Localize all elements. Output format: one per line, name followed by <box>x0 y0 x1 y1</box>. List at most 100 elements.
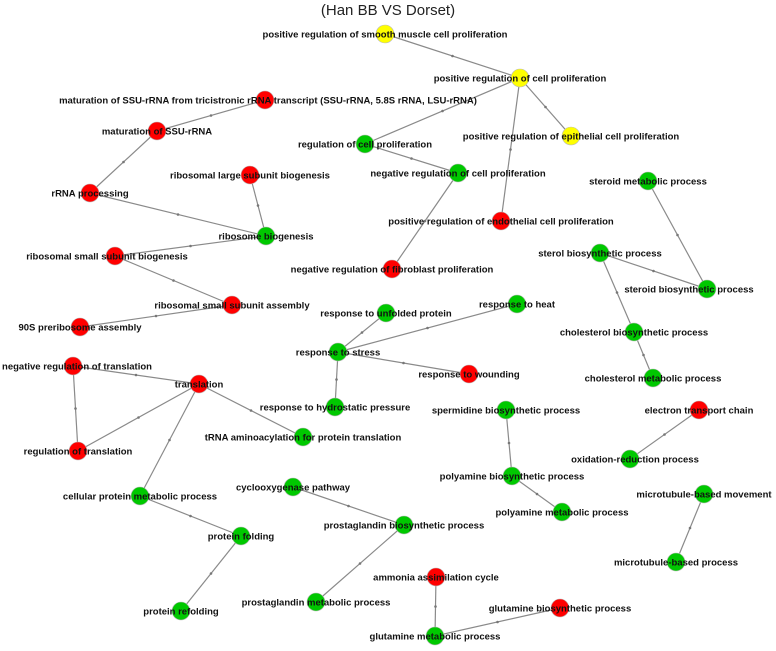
edge-arrow-icon <box>176 213 180 216</box>
edge-arrow-icon <box>168 438 171 442</box>
node-heat[interactable] <box>507 294 527 314</box>
node-chol_met[interactable] <box>643 368 663 388</box>
edge-arrow-icon <box>426 326 429 330</box>
edge-arrow-icon <box>335 378 338 381</box>
node-neg_fibro[interactable] <box>382 259 402 279</box>
node-label: spermidine biosynthetic process <box>432 406 580 417</box>
node-reg_cell[interactable] <box>355 134 375 154</box>
node-wounding[interactable] <box>459 364 479 384</box>
node-ribo_large[interactable] <box>240 165 260 185</box>
node-label: regulation of cell proliferation <box>298 140 432 151</box>
labels-layer: positive regulation of smooth muscle cel… <box>2 30 772 643</box>
node-mt_move[interactable] <box>694 484 714 504</box>
edge-arrow-icon <box>74 407 77 410</box>
node-label: steroid biosynthetic process <box>624 285 753 296</box>
node-ribo_small_asm[interactable] <box>222 295 242 315</box>
node-pos_cell[interactable] <box>510 68 530 88</box>
node-sterol_bio[interactable] <box>590 243 610 263</box>
edge-arrow-icon <box>360 331 364 334</box>
node-trna[interactable] <box>293 427 313 447</box>
node-label: response to heat <box>479 300 556 311</box>
node-neg_cell[interactable] <box>448 163 468 183</box>
node-label: cellular protein metabolic process <box>63 492 217 503</box>
node-label: steroid metabolic process <box>589 177 707 188</box>
node-ammonia[interactable] <box>426 567 446 587</box>
node-label: negative regulation of fibroblast prolif… <box>291 265 494 276</box>
node-label: microtubule-based movement <box>636 490 772 501</box>
node-polyamine_bio[interactable] <box>502 466 522 486</box>
node-unfolded[interactable] <box>376 303 396 323</box>
edge-arrow-icon <box>410 157 413 160</box>
node-translation[interactable] <box>189 374 209 394</box>
node-steroid_bio[interactable] <box>697 279 717 299</box>
node-label: response to wounding <box>418 370 520 381</box>
node-mt_proc[interactable] <box>666 552 686 572</box>
edge-arrow-icon <box>256 204 260 207</box>
node-label: response to unfolded protein <box>320 309 452 320</box>
edge-arrow-icon <box>209 114 213 117</box>
node-stress[interactable] <box>328 342 348 362</box>
edge-arrow-icon <box>451 54 454 58</box>
node-rrna[interactable] <box>80 183 100 203</box>
node-matur_tri[interactable] <box>255 90 275 110</box>
node-glut_met[interactable] <box>425 626 445 646</box>
edge-arrow-icon <box>434 605 437 608</box>
node-spermidine[interactable] <box>496 400 516 420</box>
node-reg_trans[interactable] <box>68 441 88 461</box>
node-prot_fold[interactable] <box>231 526 251 546</box>
node-hydro[interactable] <box>325 397 345 417</box>
edge-arrow-icon <box>347 504 350 508</box>
node-cell_prot[interactable] <box>130 486 150 506</box>
node-glut_bio[interactable] <box>550 598 570 618</box>
edge-arrow-icon <box>509 148 512 151</box>
node-label: negative regulation of translation <box>2 362 152 373</box>
edge-arrow-icon <box>209 572 213 575</box>
node-label: rRNA processing <box>51 189 128 200</box>
edge-arrow-icon <box>441 109 444 113</box>
node-label: tRNA aminoacylation for protein translat… <box>205 433 402 444</box>
node-label: ribosome biogenesis <box>218 232 313 243</box>
node-matur_ssu[interactable] <box>147 121 167 141</box>
edge-arrow-icon <box>544 105 547 109</box>
node-polyamine_met[interactable] <box>552 502 572 522</box>
edge-arrow-icon <box>249 409 253 412</box>
node-label: polyamine metabolic process <box>495 508 628 519</box>
node-smooth[interactable] <box>375 24 395 44</box>
node-cox[interactable] <box>283 477 303 497</box>
edge-arrow-icon <box>358 562 362 565</box>
edge-arrow-icon <box>676 233 679 237</box>
node-chol_bio[interactable] <box>624 322 644 342</box>
edge-arrow-icon <box>642 353 645 357</box>
node-oxred[interactable] <box>620 449 640 469</box>
node-label: negative regulation of cell proliferatio… <box>370 169 545 180</box>
node-label: microtubule-based process <box>614 558 738 569</box>
node-label: ammonia assimilation cycle <box>373 573 499 584</box>
node-pg_bio[interactable] <box>394 515 414 535</box>
node-label: positive regulation of cell proliferatio… <box>434 74 607 85</box>
edge-arrow-icon <box>402 361 405 365</box>
node-label: cholesterol metabolic process <box>585 374 722 385</box>
node-pos_endo[interactable] <box>491 211 511 231</box>
node-label: ribosomal large subunit biogenesis <box>170 171 330 182</box>
node-pos_epi[interactable] <box>561 126 581 146</box>
edge-arrow-icon <box>615 291 619 294</box>
node-ribo_small_bio[interactable] <box>105 246 125 266</box>
node-pre90s[interactable] <box>70 317 90 337</box>
node-neg_trans[interactable] <box>63 356 83 376</box>
node-label: glutamine biosynthetic process <box>489 604 632 615</box>
edge-arrow-icon <box>535 492 539 496</box>
edge-arrow-icon <box>663 433 666 436</box>
edge-arrow-icon <box>189 514 192 518</box>
node-prot_refold[interactable] <box>171 601 191 621</box>
node-steroid_met[interactable] <box>638 171 658 191</box>
node-pg_met[interactable] <box>306 592 326 612</box>
node-electron[interactable] <box>689 400 709 420</box>
node-label: 90S preribosome assembly <box>18 323 142 334</box>
node-label: electron transport chain <box>645 406 754 417</box>
node-ribo_bio[interactable] <box>256 226 276 246</box>
node-label: protein folding <box>208 532 275 543</box>
figure-title: (Han BB VS Dorset) <box>320 2 456 19</box>
edge-arrow-icon <box>652 269 655 273</box>
node-label: regulation of translation <box>24 447 133 458</box>
